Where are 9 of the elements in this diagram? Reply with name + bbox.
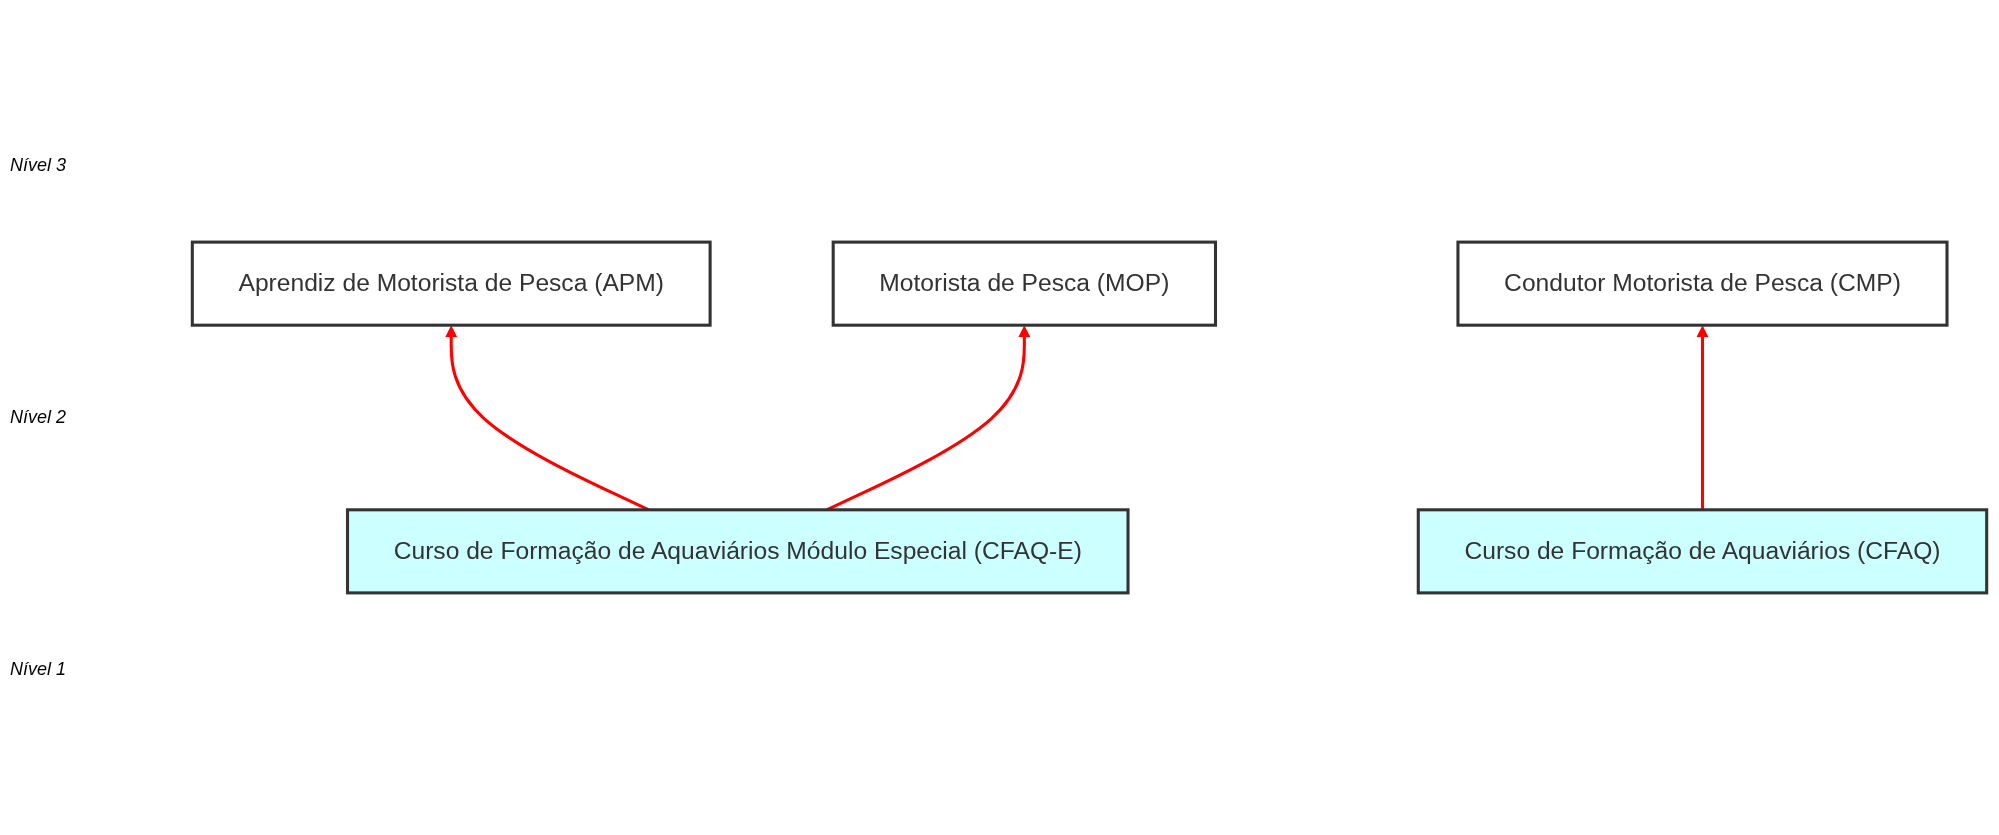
level-label: Nível 3: [10, 155, 68, 177]
arrow: [1696, 325, 1709, 510]
level-label: Nível 2: [10, 407, 68, 428]
level-label: Nível 1: [10, 658, 68, 680]
node-box: Curso de Formação de Aquaviários (CFAQ): [1416, 508, 1989, 595]
node-box: Condutor Motorista de Pesca (CMP): [1456, 240, 1949, 327]
node-box: Curso de Formação de Aquaviários Módulo Especial (CFAQ-E): [346, 508, 1130, 595]
node-box: Motorista de Pesca (MOP): [831, 240, 1218, 327]
node-box: Aprendiz de Motorista de Pesca (APM): [190, 240, 712, 327]
